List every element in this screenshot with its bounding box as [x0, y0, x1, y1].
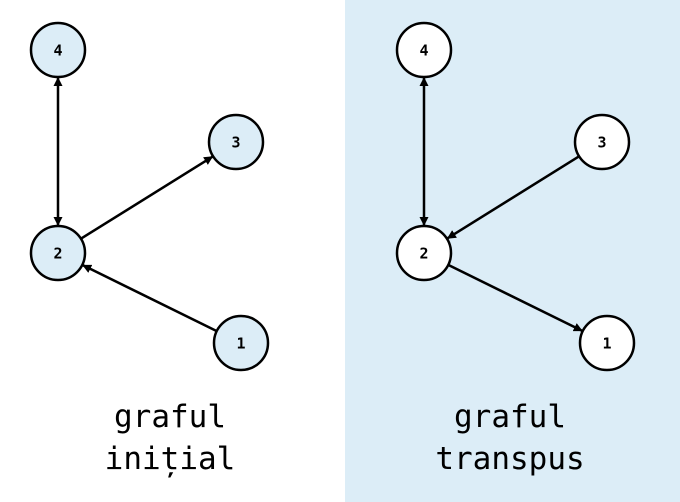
transposed-caption-line2: transpus [435, 441, 585, 477]
node-2 [395, 224, 453, 282]
node-label-1: 1 [602, 335, 611, 353]
node-label-2: 2 [419, 245, 428, 263]
node-label-2: 2 [53, 245, 62, 263]
transposed-graph: 4 3 2 1 [395, 21, 636, 372]
node-3 [573, 113, 631, 171]
node-1 [212, 314, 270, 372]
edge-2-3 [80, 155, 214, 240]
edge-3-2 [446, 155, 580, 240]
initial-caption-line1: graful [114, 399, 226, 435]
node-label-4: 4 [419, 42, 428, 60]
edge-1-2 [81, 263, 218, 333]
node-label-4: 4 [53, 42, 62, 60]
node-3 [207, 113, 265, 171]
node-4 [29, 21, 87, 79]
edge-2-1 [447, 263, 584, 333]
node-2 [29, 224, 87, 282]
initial-graph-caption: graful inițial [55, 396, 285, 480]
node-label-3: 3 [597, 134, 606, 152]
initial-graph: 4 3 2 1 [29, 21, 270, 372]
node-1 [578, 314, 636, 372]
initial-caption-line2: inițial [104, 441, 236, 477]
node-4 [395, 21, 453, 79]
node-label-3: 3 [231, 134, 240, 152]
node-label-1: 1 [236, 335, 245, 353]
transposed-caption-line1: graful [454, 399, 566, 435]
transposed-graph-caption: graful transpus [395, 396, 625, 480]
